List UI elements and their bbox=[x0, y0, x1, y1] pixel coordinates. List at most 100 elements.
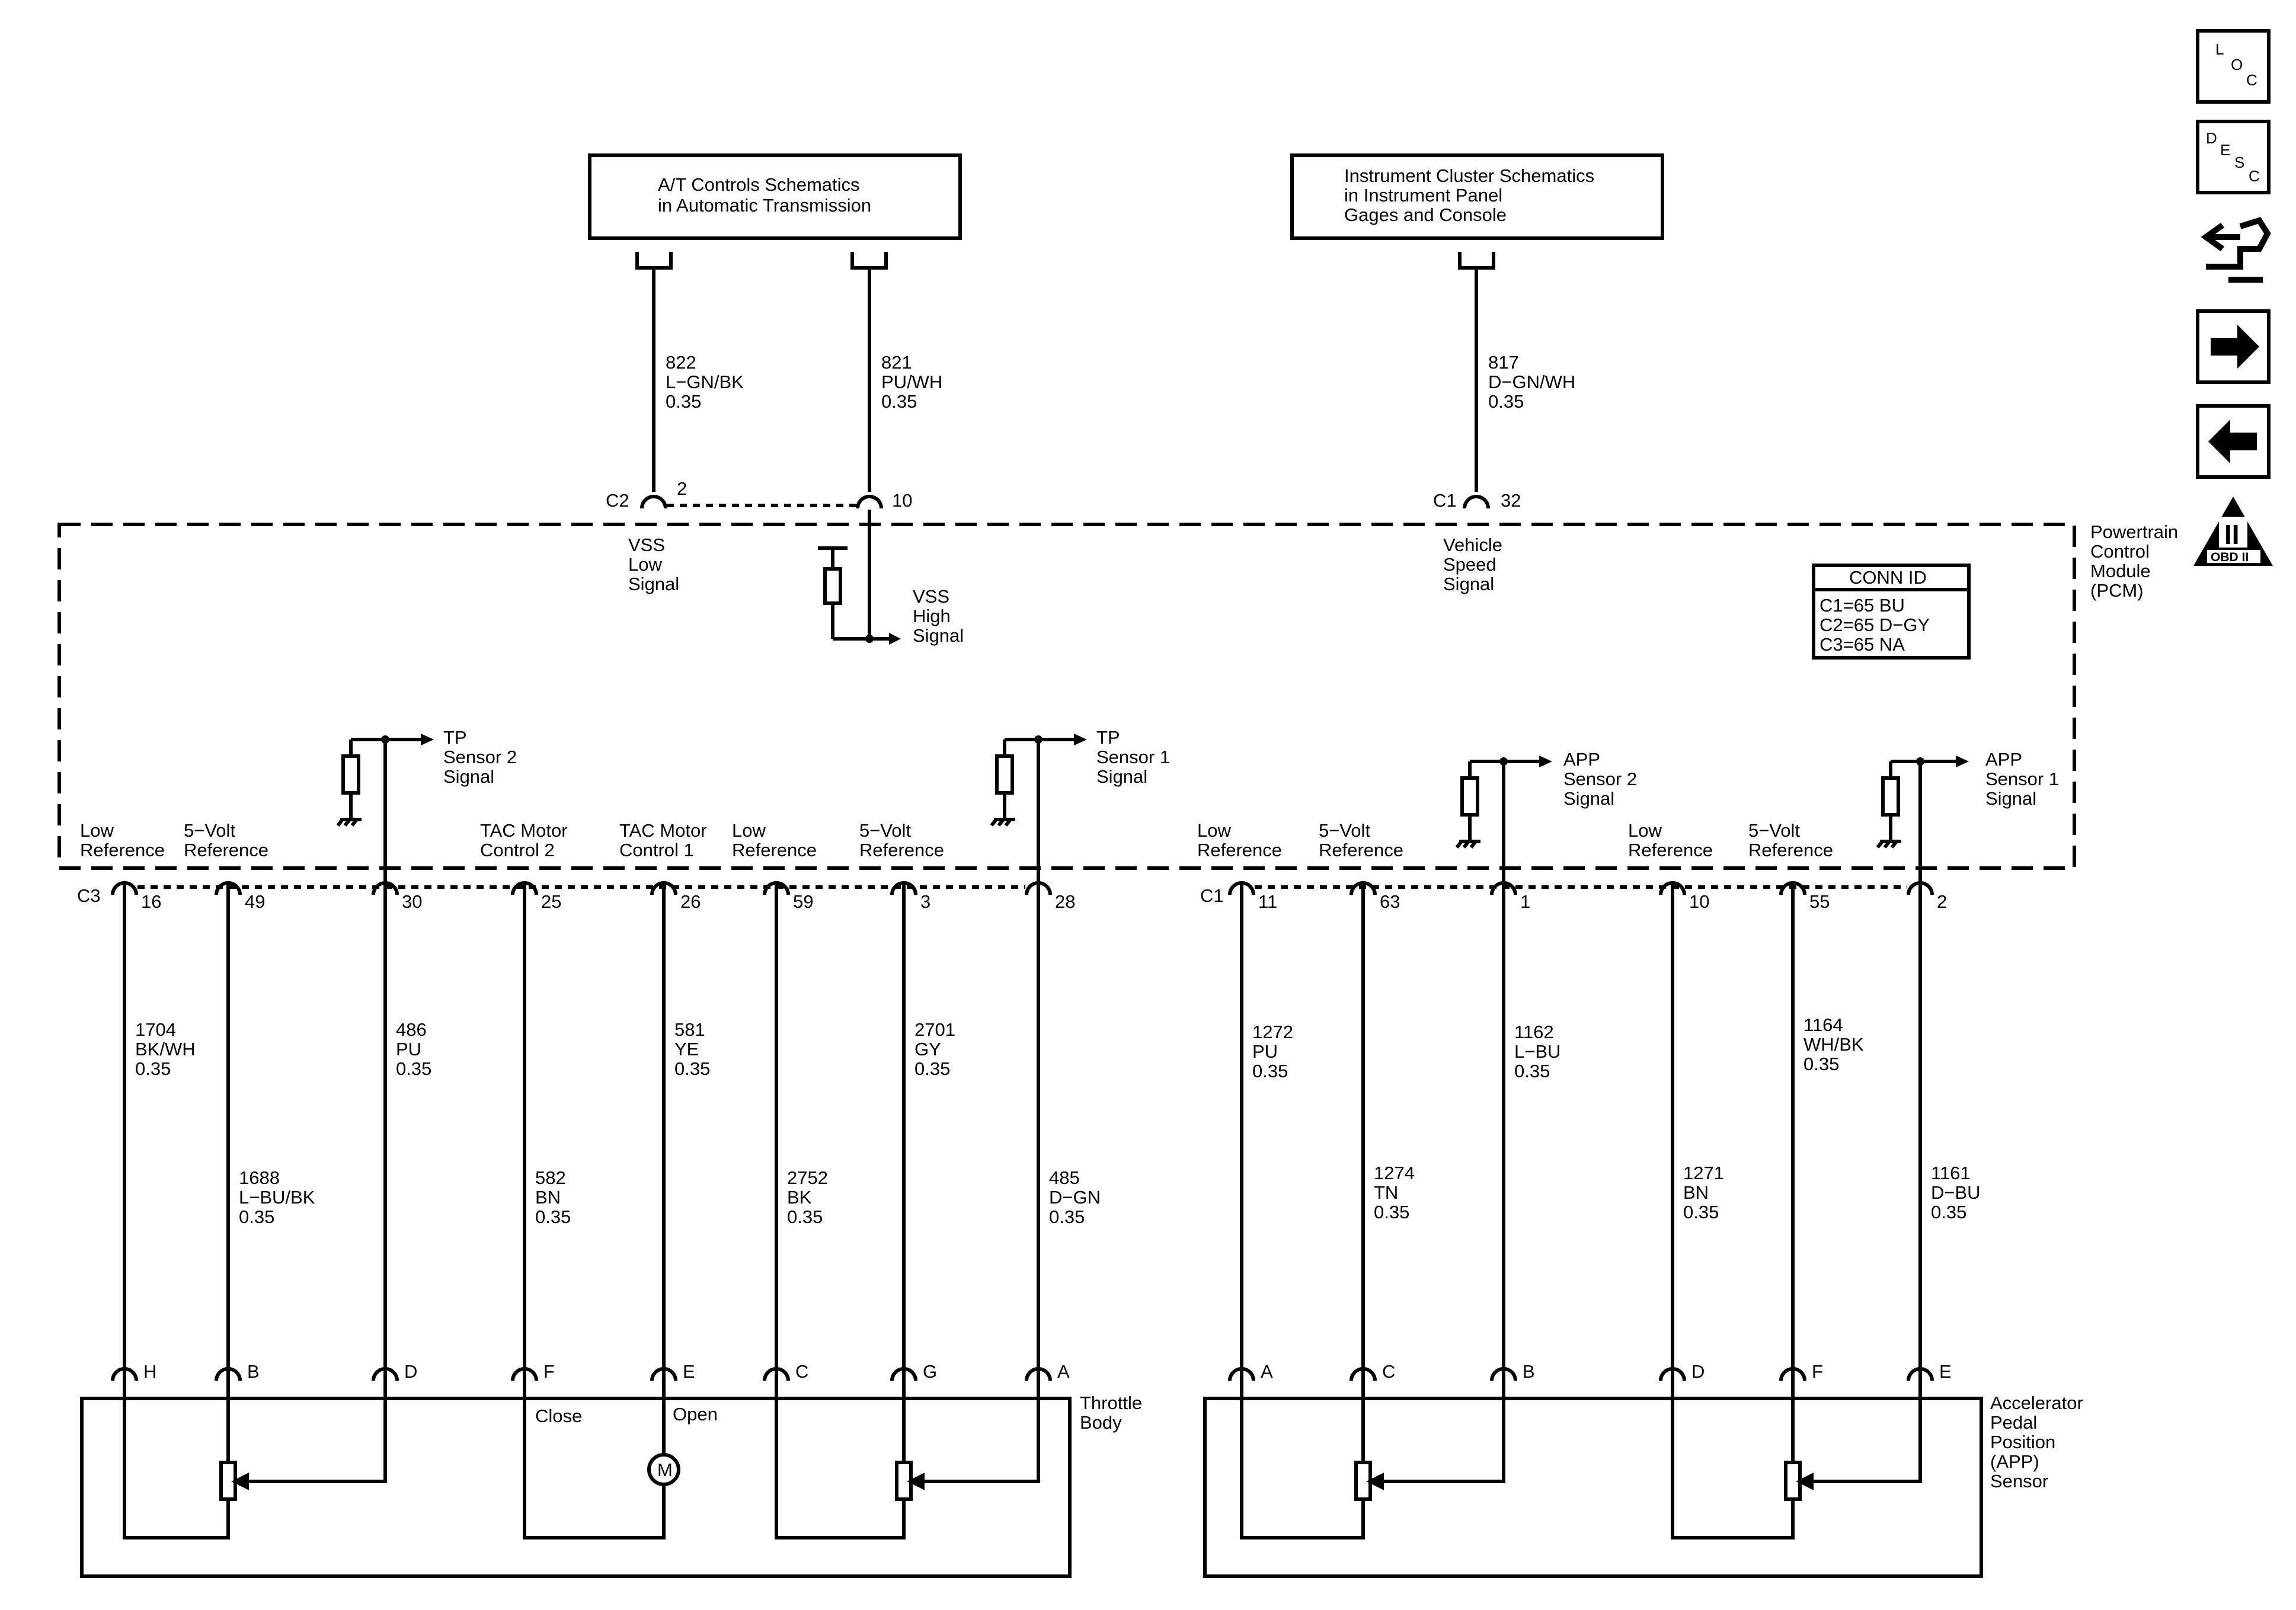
c3-wire-486-color: PU bbox=[396, 1039, 421, 1060]
c1-pin-63: 63 bbox=[1380, 891, 1400, 912]
svg-text:S: S bbox=[2234, 153, 2244, 171]
c3-wire-581-color: YE bbox=[674, 1039, 699, 1060]
wire-822-gauge: 0.35 bbox=[666, 391, 701, 412]
c3-wire-1704-color: BK/WH bbox=[135, 1039, 196, 1060]
obd-ii-text: OBD II bbox=[2211, 550, 2249, 564]
c3-pin-59-label: Low bbox=[732, 820, 766, 841]
conn-id-line-3: C3=65 NA bbox=[1819, 634, 1905, 655]
app1-signal-label-3: Signal bbox=[1985, 788, 2036, 809]
app1-signal-label: APP bbox=[1985, 749, 2022, 770]
at-controls-subtitle: in Automatic Transmission bbox=[658, 195, 871, 216]
c1-wire-1161-circuit: 1161 bbox=[1931, 1163, 1971, 1183]
c1-wire-1274-gauge: 0.35 bbox=[1374, 1202, 1409, 1222]
pcm-module-border bbox=[57, 523, 2076, 870]
c3-wire-1704-circuit: 1704 bbox=[135, 1019, 176, 1040]
desc-icon[interactable]: D E S C bbox=[2196, 120, 2271, 194]
c1-pin-F-letter: F bbox=[1812, 1361, 1823, 1382]
c3-wire-485-circuit: 485 bbox=[1049, 1167, 1080, 1188]
c3-wire-2701-circuit: 2701 bbox=[914, 1019, 955, 1040]
app2-signal-label-2: Sensor 2 bbox=[1563, 769, 1637, 789]
tp2-signal-label-2: Sensor 2 bbox=[443, 747, 517, 767]
next-page-icon[interactable] bbox=[2196, 309, 2271, 384]
c1-pin-2: 2 bbox=[1937, 891, 1947, 912]
c1-pin-11-label: Low bbox=[1197, 820, 1231, 841]
wire-817-color: D−GN/WH bbox=[1488, 372, 1575, 392]
c3-pin-49-label-2: Reference bbox=[184, 840, 268, 860]
c1-pin-A-letter: A bbox=[1261, 1361, 1273, 1382]
c1-wire-1271-circuit: 1271 bbox=[1683, 1163, 1724, 1183]
c3-wire-582-gauge: 0.35 bbox=[535, 1206, 571, 1227]
c1-pin-11-label-2: Reference bbox=[1197, 840, 1282, 860]
svg-text:C: C bbox=[2249, 167, 2260, 185]
vss-low-signal-label-2: Low bbox=[628, 554, 662, 575]
conn-id-box bbox=[1812, 564, 1971, 660]
svg-text:O: O bbox=[2231, 56, 2243, 73]
instrument-cluster-subtitle: in Instrument Panel bbox=[1344, 185, 1502, 206]
at-controls-box[interactable] bbox=[588, 153, 962, 240]
c1-wire-1161-gauge: 0.35 bbox=[1931, 1202, 1966, 1222]
vss-low-signal-label-3: Signal bbox=[628, 574, 679, 594]
c1-pin-C-letter: C bbox=[1382, 1361, 1395, 1382]
c1-wire-1272-color: PU bbox=[1252, 1041, 1278, 1062]
vehicle-speed-signal-label-2: Speed bbox=[1443, 554, 1496, 575]
c1-pin-10: 10 bbox=[1689, 891, 1709, 912]
svg-text:D: D bbox=[2206, 129, 2217, 147]
c3-pin-16-label-2: Reference bbox=[80, 840, 165, 860]
c1-pin-55-label: 5−Volt bbox=[1748, 820, 1800, 841]
c3-pin-25: 25 bbox=[541, 891, 561, 912]
c1-pin-10-label-2: Reference bbox=[1628, 840, 1713, 860]
c3-pin-25-label: TAC Motor bbox=[480, 820, 568, 841]
c1-wire-1271-color: BN bbox=[1683, 1182, 1709, 1203]
c1-wire-1274-color: TN bbox=[1374, 1182, 1398, 1203]
vss-high-signal-label-2: High bbox=[913, 606, 951, 626]
instrument-cluster-box[interactable] bbox=[1290, 153, 1664, 240]
c3-pin-B-letter: B bbox=[247, 1361, 260, 1382]
loc-icon[interactable]: L O C bbox=[2196, 29, 2271, 104]
c3-wire-1688-gauge: 0.35 bbox=[239, 1206, 274, 1227]
connector-c2-label: C2 bbox=[606, 490, 629, 511]
c3-pin-C-letter: C bbox=[795, 1361, 808, 1382]
app-sensor-box[interactable] bbox=[1203, 1397, 1983, 1578]
conn-id-line-1: C1=65 BU bbox=[1819, 595, 1905, 616]
c1-pin-55: 55 bbox=[1809, 891, 1830, 912]
c1-wire-1164-gauge: 0.35 bbox=[1803, 1054, 1839, 1074]
c3-pin-A-letter: A bbox=[1057, 1361, 1070, 1382]
c3-wire-2752-color: BK bbox=[787, 1187, 812, 1208]
at-controls-title: A/T Controls Schematics bbox=[658, 174, 860, 195]
throttle-body-label-2: Body bbox=[1080, 1412, 1122, 1433]
app-sensor-label: Accelerator bbox=[1990, 1393, 2083, 1413]
pcm-label-2: Control bbox=[2090, 541, 2150, 562]
c3-wire-2701-color: GY bbox=[914, 1039, 941, 1060]
c3-pin-H-letter: H bbox=[143, 1361, 156, 1382]
c3-pin-59-label-2: Reference bbox=[732, 840, 817, 860]
c1-pin-D-letter: D bbox=[1691, 1361, 1705, 1382]
c3-pin-3-label-2: Reference bbox=[859, 840, 944, 860]
vss-high-signal-label-3: Signal bbox=[913, 625, 964, 646]
c1-wire-1272-gauge: 0.35 bbox=[1252, 1061, 1288, 1081]
connector-end-view-icon[interactable] bbox=[2201, 217, 2271, 283]
wire-817-circuit: 817 bbox=[1488, 352, 1519, 373]
previous-page-icon[interactable] bbox=[2196, 404, 2271, 479]
throttle-body-box[interactable] bbox=[80, 1397, 1072, 1578]
c3-pin-49-label: 5−Volt bbox=[184, 820, 235, 841]
c3-wire-2752-circuit: 2752 bbox=[787, 1167, 828, 1188]
app2-signal-label: APP bbox=[1563, 749, 1600, 770]
pcm-label-3: Module bbox=[2090, 561, 2151, 581]
tp1-signal-label-3: Signal bbox=[1096, 766, 1147, 787]
wire-817-gauge: 0.35 bbox=[1488, 391, 1524, 412]
c3-pin-25-label-2: Control 2 bbox=[480, 840, 555, 860]
c1-pin-63-label: 5−Volt bbox=[1319, 820, 1370, 841]
c3-wire-582-circuit: 582 bbox=[535, 1167, 566, 1188]
tp1-signal-label: TP bbox=[1096, 727, 1120, 748]
c1-wire-1164-circuit: 1164 bbox=[1803, 1014, 1843, 1035]
c1-wire-1272-circuit: 1272 bbox=[1252, 1022, 1293, 1042]
c3-wire-1688-circuit: 1688 bbox=[239, 1167, 280, 1188]
c1-pin-E-letter: E bbox=[1939, 1361, 1952, 1382]
c3-wire-1704-gauge: 0.35 bbox=[135, 1058, 171, 1079]
c3-wire-581-gauge: 0.35 bbox=[674, 1058, 710, 1079]
c3-wire-2752-gauge: 0.35 bbox=[787, 1206, 823, 1227]
tp1-signal-label-2: Sensor 1 bbox=[1096, 747, 1170, 767]
obd-ii-icon[interactable]: II OBD II bbox=[2193, 497, 2273, 566]
vehicle-speed-signal-label: Vehicle bbox=[1443, 534, 1502, 555]
